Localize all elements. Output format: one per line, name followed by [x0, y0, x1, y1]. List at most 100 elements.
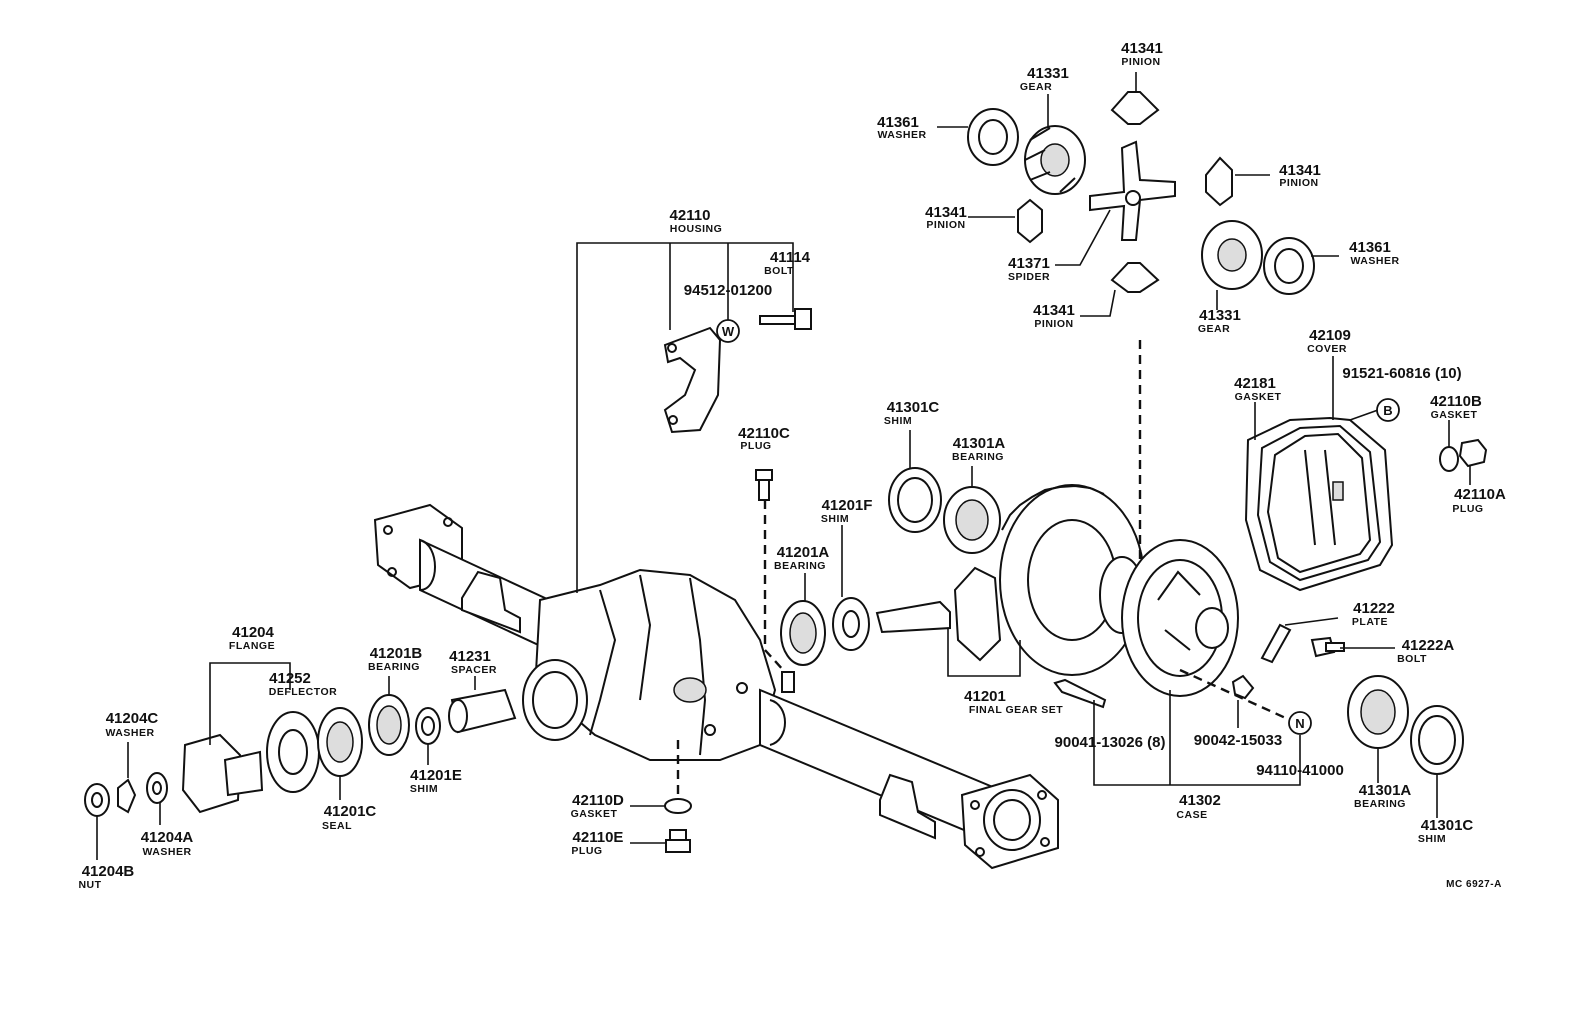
callout-42110-number: 42110	[670, 207, 711, 224]
callout-41302-number: 41302	[1179, 792, 1221, 809]
callout-41201A-number: 41201A	[777, 544, 830, 561]
callout-41341c-number: 41341	[925, 204, 967, 221]
callout-41252-name: DEFLECTOR	[269, 686, 337, 698]
callout-42110B-number: 42110B	[1430, 393, 1482, 410]
callout-42110C-number: 42110C	[738, 425, 790, 442]
callout-41222-number: 41222	[1353, 600, 1395, 617]
callout-42110A-number: 42110A	[1454, 486, 1506, 503]
callout-41341b-name: PINION	[1279, 177, 1318, 189]
callout-42109-name: COVER	[1307, 343, 1347, 355]
symbol-w: W	[716, 319, 740, 343]
cap-bolt-drawing	[759, 308, 812, 330]
callout-41341a-number: 41341	[1121, 40, 1163, 57]
callout-41301C-bot-name: SHIM	[1418, 833, 1446, 845]
callout-41341d-name: PINION	[1034, 318, 1073, 330]
callout-41204C-name: WASHER	[105, 727, 154, 739]
axle-housing-drawing	[373, 503, 1059, 870]
callout-94512-number: 94512-01200	[684, 282, 772, 299]
callout-41361a-name: WASHER	[877, 129, 926, 141]
callout-94110-number: 94110-41000	[1256, 762, 1344, 779]
callout-41371-name: SPIDER	[1008, 271, 1050, 283]
callout-41301C-bot-number: 41301C	[1421, 817, 1474, 834]
callout-41201B-number: 41201B	[370, 645, 423, 662]
callout-41331b-name: GEAR	[1198, 323, 1230, 335]
final-gear-set-drawing	[875, 484, 1145, 676]
callout-41114-name: BOLT	[764, 265, 794, 277]
callout-41201B-name: BEARING	[368, 661, 420, 673]
callout-41222-name: PLATE	[1352, 616, 1388, 628]
callout-41301C-top-number: 41301C	[887, 399, 940, 416]
callout-41301A-top-name: BEARING	[952, 451, 1004, 463]
symbol-n-letter: N	[1295, 716, 1304, 731]
callout-41301C-top-name: SHIM	[884, 415, 912, 427]
plug-42110C-drawing	[755, 469, 773, 501]
callout-41301A-top-number: 41301A	[953, 435, 1006, 452]
callout-41201F-number: 41201F	[822, 497, 873, 514]
callout-41361b-name: WASHER	[1350, 255, 1399, 267]
gasket-42110D-drawing	[664, 798, 692, 814]
callout-41201-number: 41201	[964, 688, 1006, 705]
callout-42110E-number: 42110E	[573, 829, 624, 846]
callout-42110D-name: GASKET	[571, 808, 618, 820]
callout-41341d-number: 41341	[1033, 302, 1075, 319]
cover-and-gasket-drawing	[1244, 416, 1394, 592]
side-bearing-upper-drawing	[888, 467, 1001, 554]
bolt-41222A-drawing	[1310, 636, 1345, 658]
callout-41361a-number: 41361	[877, 114, 919, 131]
lock-90042-drawing	[1231, 674, 1255, 700]
callout-41204A-number: 41204A	[141, 829, 194, 846]
callout-41114-number: 41114	[770, 249, 811, 266]
callout-41201F-name: SHIM	[821, 513, 849, 525]
symbol-n: N	[1288, 711, 1312, 735]
callout-41301A-bot-name: BEARING	[1354, 798, 1406, 810]
symbol-b-letter: B	[1383, 403, 1392, 418]
callout-42109-number: 42109	[1309, 327, 1351, 344]
leader-lines	[96, 72, 1471, 860]
symbol-w-letter: W	[722, 324, 735, 339]
callout-41204B-name: NUT	[78, 879, 101, 891]
callout-labels: 42110 HOUSING 41114 BOLT 94512-01200 421…	[78, 40, 1506, 891]
callout-41204A-name: WASHER	[142, 846, 191, 858]
callout-41222A-name: BOLT	[1397, 653, 1427, 665]
callout-41341b-number: 41341	[1279, 162, 1321, 179]
callout-90042-number: 90042-15033	[1194, 732, 1282, 749]
side-bearing-lower-drawing	[1347, 675, 1464, 775]
callout-41204-number: 41204	[232, 624, 274, 641]
callout-41371-number: 41371	[1008, 255, 1050, 272]
callout-41222A-number: 41222A	[1402, 637, 1455, 654]
callout-42110A-name: PLUG	[1452, 503, 1483, 515]
callout-41204C-number: 41204C	[106, 710, 159, 727]
callout-42110-name: HOUSING	[670, 223, 723, 235]
callout-42181-name: GASKET	[1235, 391, 1282, 403]
callout-41341a-name: PINION	[1121, 56, 1160, 68]
callout-41204-name: FLANGE	[229, 640, 275, 652]
callout-41201E-number: 41201E	[410, 767, 462, 784]
plug-42110E-drawing	[665, 829, 691, 853]
callout-41331a-name: GEAR	[1020, 81, 1052, 93]
gasket-42110B-drawing	[1439, 446, 1459, 472]
pinion-bearing-drawing	[780, 597, 870, 666]
callout-42181-number: 42181	[1234, 375, 1276, 392]
callout-42110C-name: PLUG	[740, 440, 771, 452]
flange-assembly-drawing	[84, 688, 517, 817]
callout-41331b-number: 41331	[1199, 307, 1241, 324]
callout-41301A-bot-number: 41301A	[1359, 782, 1412, 799]
callout-41231-number: 41231	[449, 648, 491, 665]
callout-41201A-name: BEARING	[774, 560, 826, 572]
plate-41222-drawing	[1260, 623, 1292, 664]
callout-91521-number: 91521-60816 (10)	[1342, 365, 1461, 382]
symbol-b: B	[1376, 398, 1400, 422]
callout-42110D-number: 42110D	[572, 792, 624, 809]
drawing-code: MC 6927-A	[1446, 879, 1502, 890]
callout-42110E-name: PLUG	[571, 845, 602, 857]
plug-42110A-drawing	[1458, 438, 1488, 468]
callout-41302-name: CASE	[1176, 809, 1207, 821]
callout-41361b-number: 41361	[1349, 239, 1391, 256]
callout-41201-name: FINAL GEAR SET	[969, 704, 1063, 716]
differential-gears-drawing	[967, 91, 1315, 295]
callout-41331a-number: 41331	[1027, 65, 1069, 82]
callout-41204B-number: 41204B	[82, 863, 135, 880]
callout-41201E-name: SHIM	[410, 783, 438, 795]
case-bolt-drawing	[1053, 678, 1107, 709]
